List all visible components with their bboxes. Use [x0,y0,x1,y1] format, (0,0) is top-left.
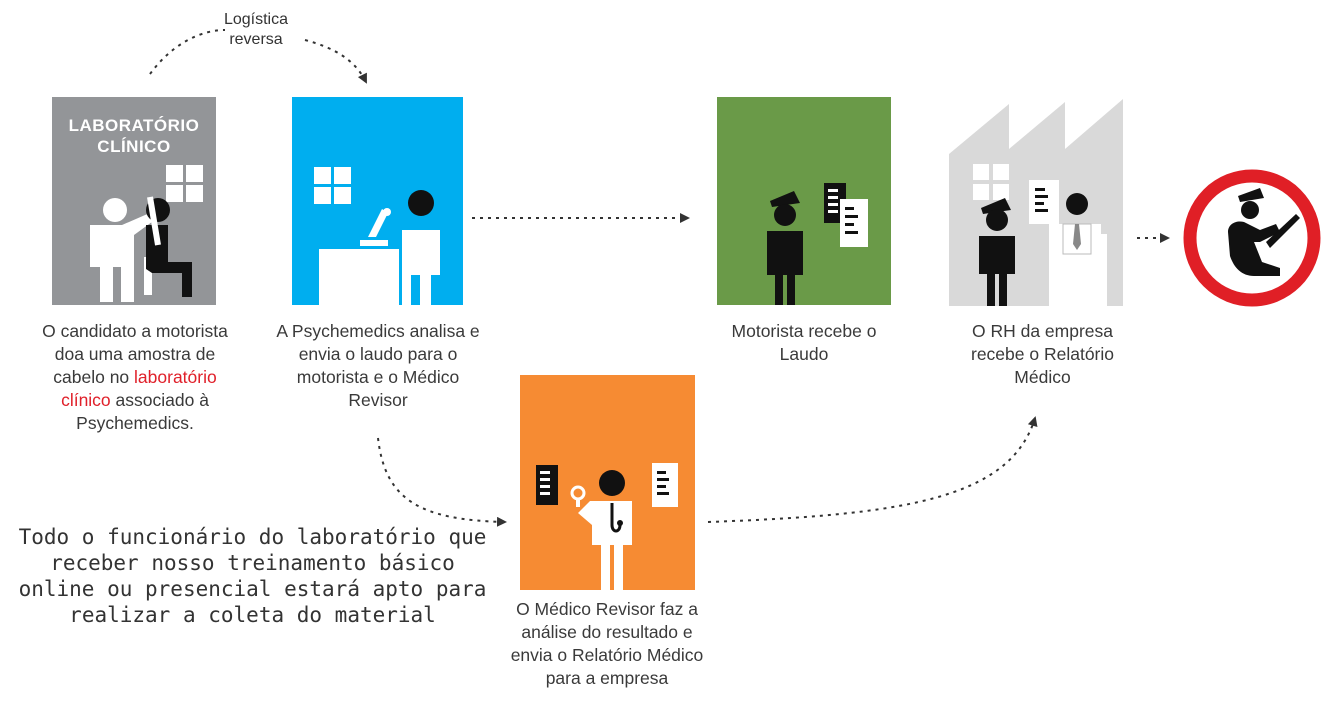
lab-caption-part2: associado à Psychemedics. [76,390,209,433]
psychemedics-to-medico-arrow [377,437,507,527]
rh-caption: O RH da empresa recebe o Relatório Médic… [971,321,1114,387]
logistica-reversa-arrow [149,29,366,82]
lab-technician-patient-icon [90,165,203,302]
psychemedics-caption: A Psychemedics analisa e envia o laudo p… [276,321,480,410]
lab-title-line1: LABORATÓRIO [68,116,200,135]
lab-title-line2: CLÍNICO [97,137,171,156]
medico-box [520,375,695,590]
laboratorio-box: LABORATÓRIO CLÍNICO [52,97,216,305]
laboratorio-caption: O candidato a motorista doa uma amostra … [30,320,240,435]
training-note: Todo o funcionário do laboratório que re… [18,525,487,627]
laboratorio-title: LABORATÓRIO CLÍNICO [52,115,216,157]
motorista-box [717,97,891,305]
doctor-reviewer-icon [536,463,678,590]
driver-report-icon [767,183,868,305]
motorista-caption: Motorista recebe o Laudo [731,321,877,364]
medico-caption: O Médico Revisor faz a análise do result… [510,599,704,688]
logistica-reversa-label: Logística reversa [196,10,316,50]
medico-to-rh-arrow [707,416,1038,523]
driver-steering-stop-icon [1183,169,1321,307]
microscope-analyst-icon [314,167,440,305]
hr-factory-icon [949,99,1123,306]
arrow-label-line2: reversa [229,31,283,48]
lab-caption-part1: O candidato a motorista doa uma amostra … [42,321,228,387]
arrow-label-line1: Logística [223,11,289,28]
lab-caption-link[interactable]: laboratório clínico [61,367,217,410]
psychemedics-box [292,97,463,305]
rh-factory-box [945,94,1137,306]
